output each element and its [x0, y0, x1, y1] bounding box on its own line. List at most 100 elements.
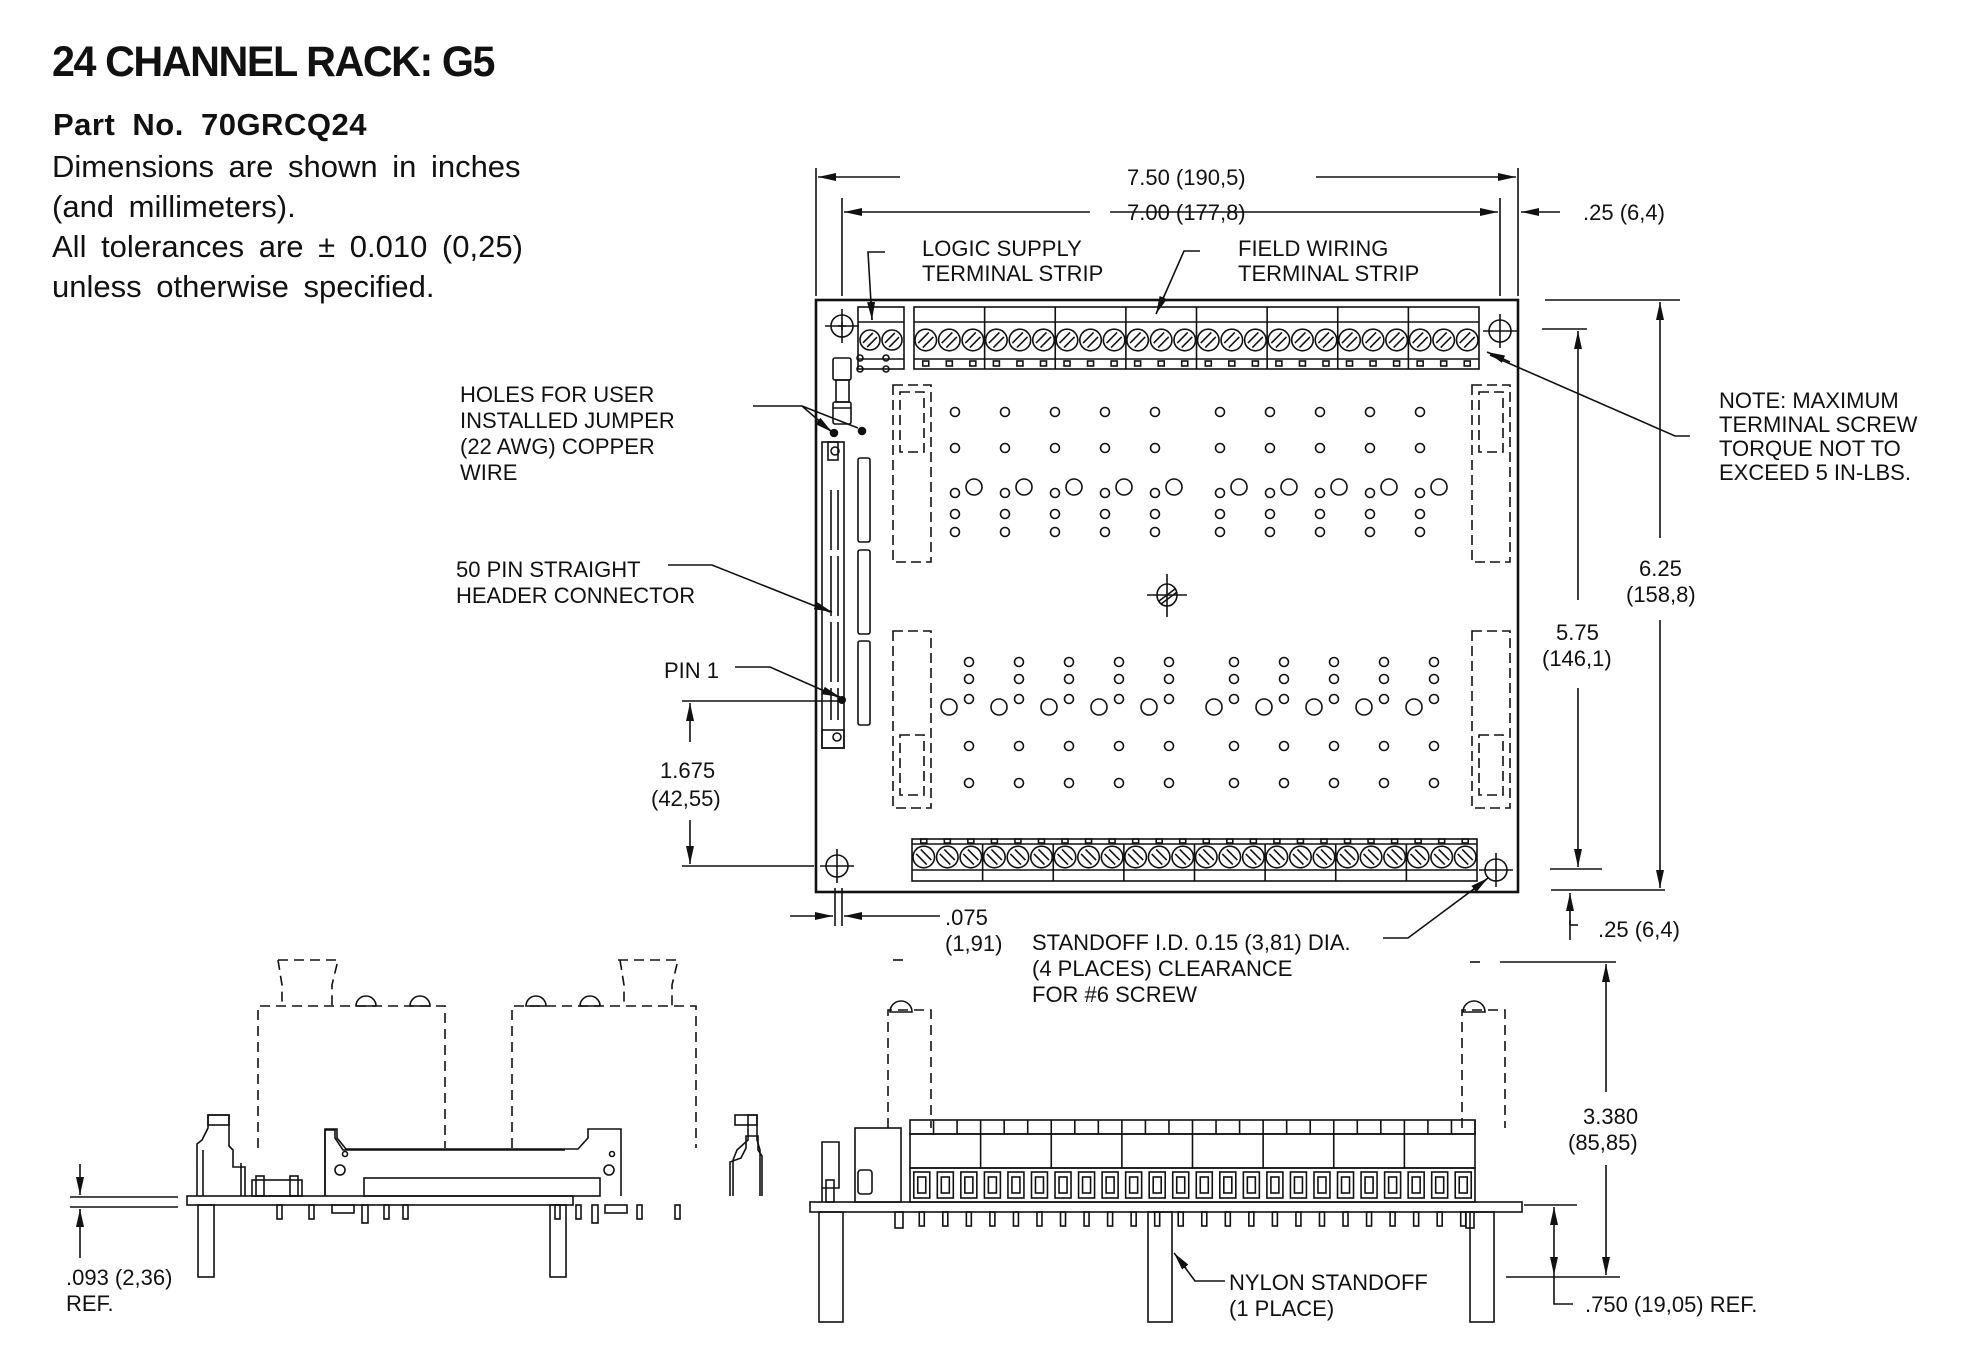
terminal-screw-icon	[1055, 328, 1079, 352]
socket-pin-hole	[1149, 442, 1161, 454]
terminal-clamp	[983, 1171, 1002, 1199]
terminal-screw-icon	[1006, 845, 1030, 869]
spec-note-line: Dimensions are shown in inches	[52, 149, 521, 184]
socket-pin-hole	[1364, 508, 1376, 520]
terminal-tab	[921, 360, 930, 367]
terminal-screw-icon	[1076, 845, 1101, 869]
led-indicator-outlines	[892, 384, 1511, 809]
jumper-hole-icon	[829, 426, 867, 438]
terminal-tab	[1322, 360, 1330, 367]
led-outline	[892, 630, 932, 809]
spec-note-line: All tolerances are ± 0.010 (0,25)	[52, 229, 523, 264]
terminal-screw-icon	[1124, 845, 1148, 869]
terminal-screw-icon	[1243, 328, 1267, 352]
socket-pin-hole	[999, 487, 1011, 499]
terminal-tab	[1084, 838, 1093, 844]
socket-pin-hole	[963, 777, 975, 789]
terminal-tab	[1296, 838, 1305, 844]
terminal-screw-icon	[1361, 328, 1385, 352]
terminal-clamp	[1219, 1171, 1237, 1199]
socket-pin-hole	[1113, 693, 1125, 705]
terminal-tab	[1086, 360, 1095, 367]
callout-jumper-holes: WIRE	[460, 460, 517, 485]
socket-mount-hole	[1280, 478, 1298, 496]
pcb-pin	[989, 1211, 996, 1227]
callout-header-connector: HEADER CONNECTOR	[456, 583, 695, 608]
terminal-tab	[1016, 360, 1024, 367]
terminal-screw-icon	[1031, 328, 1056, 352]
callout-nylon-standoff: NYLON STANDOFF	[1229, 1270, 1428, 1295]
socket-pin-hole	[1278, 656, 1290, 668]
socket-pin-hole	[999, 406, 1011, 418]
socket-pin-hole	[1264, 487, 1276, 499]
terminal-screw-icon	[1173, 328, 1197, 352]
terminal-tab	[992, 360, 1001, 367]
socket-pin-hole	[1228, 656, 1240, 668]
terminal-screw-icon	[859, 329, 881, 351]
pcb-pin	[674, 1204, 681, 1220]
socket-mount-hole	[1165, 478, 1183, 496]
socket-pin-hole	[1428, 693, 1440, 705]
socket-pin-hole	[1049, 406, 1061, 418]
socket-pin-hole	[1378, 656, 1390, 668]
callout-nylon-standoff: (1 PLACE)	[1229, 1296, 1334, 1321]
socket-mount-hole	[1140, 698, 1158, 716]
terminal-tab	[1202, 838, 1211, 844]
socket-pin-hole	[1214, 508, 1226, 520]
pcb-pin	[1059, 1211, 1067, 1227]
mounting-hole-icon	[820, 849, 854, 883]
dim-pin1-offset-mm: (42,55)	[651, 786, 721, 811]
socket-pin-hole	[1314, 442, 1326, 454]
socket-pin-hole	[1214, 406, 1226, 418]
module-sockets	[940, 406, 1448, 789]
terminal-clamp	[912, 1171, 931, 1199]
resistor-pack	[857, 457, 871, 726]
terminal-tab	[1369, 360, 1377, 367]
socket-pin-hole	[1428, 777, 1440, 789]
socket-pin-hole	[1099, 406, 1111, 418]
terminal-tab	[1063, 360, 1071, 367]
terminal-screw-icon	[937, 328, 961, 352]
terminal-screw-icon	[1314, 328, 1338, 352]
pcb-pin	[1389, 1211, 1396, 1227]
terminal-screw-icon	[1265, 845, 1289, 869]
terminal-tab	[1343, 838, 1352, 844]
socket-pin-hole	[1013, 656, 1025, 668]
callout-logic-supply: TERMINAL STRIP	[922, 261, 1103, 286]
terminal-screw-icon	[1241, 845, 1265, 869]
socket-pin-hole	[1113, 673, 1125, 685]
terminal-tab	[1037, 838, 1046, 844]
terminal-screw-icon	[959, 845, 983, 869]
pcb-pin	[1130, 1211, 1137, 1227]
socket-pin-hole	[1013, 740, 1025, 752]
terminal-tab	[1039, 360, 1048, 367]
pcb-pin	[1153, 1211, 1161, 1227]
terminal-screw-icon	[914, 328, 938, 352]
socket-pin-hole	[1149, 526, 1161, 538]
socket-pin-hole	[1328, 656, 1340, 668]
callout-torque-note: TORQUE NOT TO	[1719, 436, 1901, 461]
socket-mount-hole	[1305, 698, 1323, 716]
socket-pin-hole	[1364, 526, 1376, 538]
terminal-screw-icon	[1408, 328, 1432, 352]
terminal-screw-icon	[1149, 328, 1173, 352]
pcb-pin	[1177, 1211, 1185, 1227]
socket-pin-hole	[1328, 693, 1340, 705]
dim-mount-height-in: 5.75	[1556, 620, 1599, 645]
socket-pin-hole	[1063, 673, 1075, 685]
socket-mount-hole	[1115, 478, 1133, 496]
terminal-clamp	[1148, 1171, 1166, 1199]
terminal-screw-icon	[1029, 845, 1054, 869]
socket-pin-hole	[949, 442, 961, 454]
terminal-screw-icon	[961, 328, 985, 352]
callout-standoff-id: STANDOFF I.D. 0.15 (3,81) DIA.	[1032, 930, 1351, 955]
terminal-tab	[1251, 360, 1260, 367]
pcb-pin	[1295, 1211, 1302, 1227]
terminal-screw-icon	[1171, 845, 1195, 869]
center-screw-icon	[1147, 574, 1187, 617]
field-wiring-terminal-strip-bottom	[911, 838, 1478, 882]
spec-note-line: unless otherwise specified.	[52, 269, 435, 304]
socket-pin-hole	[1163, 656, 1175, 668]
terminal-clamp	[1407, 1171, 1425, 1199]
socket-pin-hole	[1099, 442, 1111, 454]
